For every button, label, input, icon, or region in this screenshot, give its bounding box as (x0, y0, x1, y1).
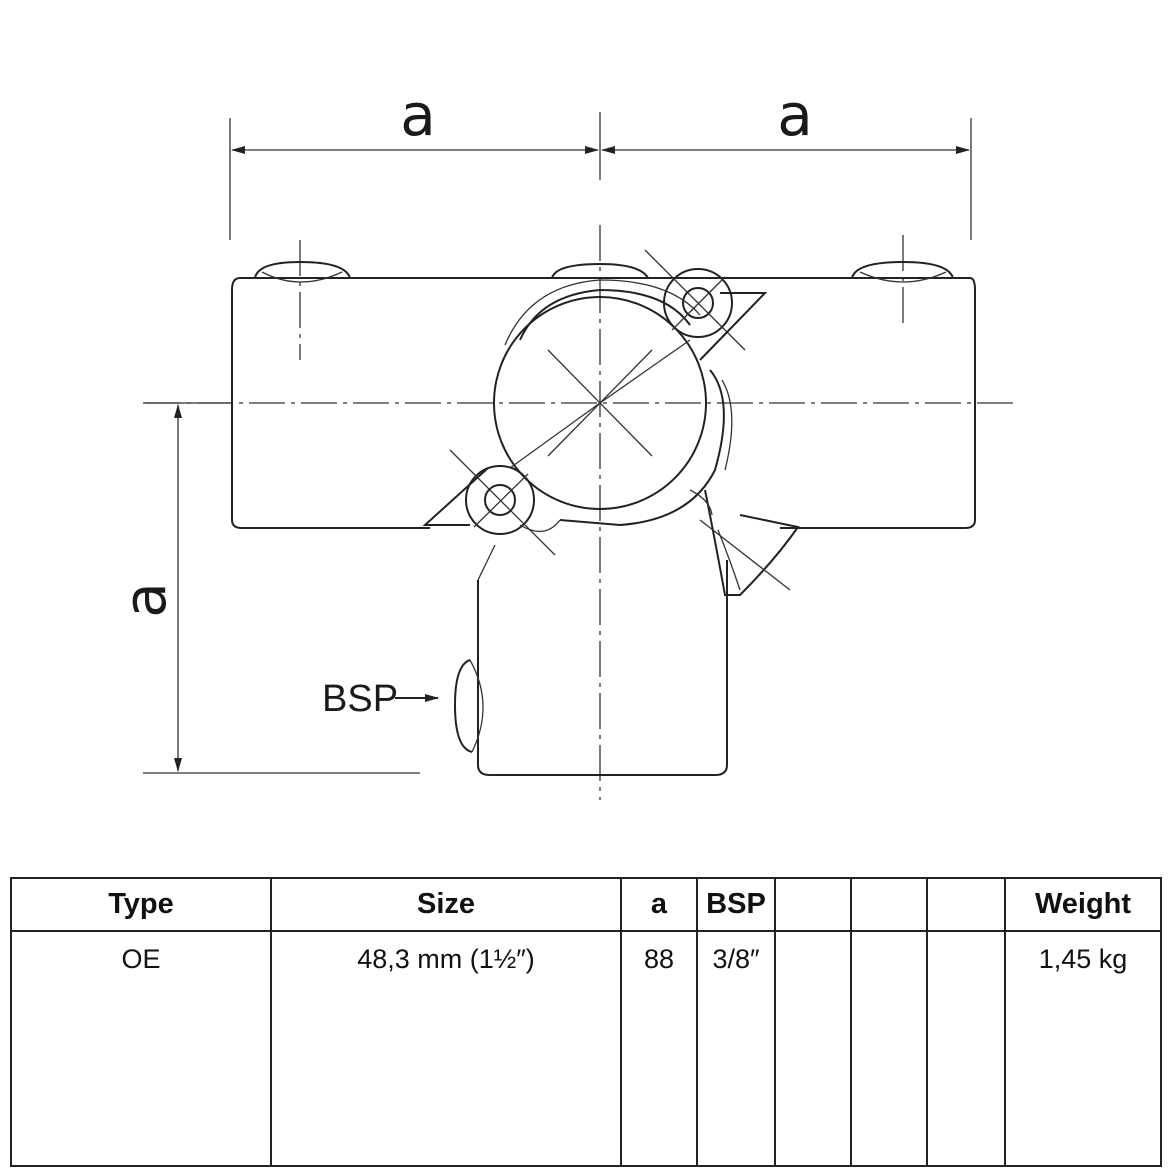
horizontal-tube (231, 260, 976, 529)
header-empty-2 (850, 877, 928, 932)
lower-right-screw-boss (689, 489, 800, 596)
header-weight: Weight (1004, 877, 1162, 932)
specification-table: Type Size a BSP Weight OE 48,3 mm (1½″) … (10, 877, 1162, 1167)
table-row: OE 48,3 mm (1½″) 88 3/8″ 1,45 kg (10, 930, 1162, 1167)
header-bsp: BSP (696, 877, 776, 932)
bsp-callout: BSP (322, 678, 439, 720)
center-lines (145, 225, 1015, 800)
dimension-label-right: a (777, 81, 813, 149)
cell-type: OE (10, 930, 272, 1167)
cell-empty-3 (926, 930, 1006, 1167)
dimension-label-vertical: a (111, 582, 179, 618)
header-a: a (620, 877, 698, 932)
cell-size: 48,3 mm (1½″) (270, 930, 622, 1167)
cell-a: 88 (620, 930, 698, 1167)
header-empty-1 (774, 877, 852, 932)
cell-empty-2 (850, 930, 928, 1167)
table-header-row: Type Size a BSP Weight (10, 877, 1162, 932)
technical-drawing: a a a (111, 81, 1015, 800)
vertical-tube (453, 544, 728, 776)
cell-bsp: 3/8″ (696, 930, 776, 1167)
cell-empty-1 (774, 930, 852, 1167)
top-dimension: a a (229, 81, 972, 240)
upper-right-screw-boss (644, 249, 768, 361)
bsp-label: BSP (322, 678, 398, 720)
cell-weight: 1,45 kg (1004, 930, 1162, 1167)
header-type: Type (10, 877, 272, 932)
dimension-label-left: a (400, 81, 436, 149)
center-socket (493, 279, 733, 527)
header-size: Size (270, 877, 622, 932)
lower-left-screw-boss (422, 449, 561, 556)
header-empty-3 (926, 877, 1006, 932)
